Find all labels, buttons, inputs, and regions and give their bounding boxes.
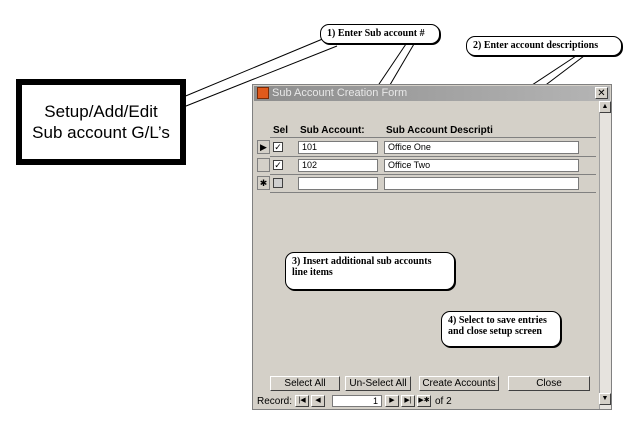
- callout-enter-descriptions: 2) Enter account descriptions: [466, 36, 622, 56]
- previous-record-icon[interactable]: ◀: [311, 395, 325, 407]
- last-record-icon[interactable]: ▶|: [401, 395, 415, 407]
- row-divider: [270, 174, 596, 175]
- unselect-all-button[interactable]: Un-Select All: [345, 376, 411, 391]
- row-selector[interactable]: [257, 158, 270, 172]
- form-icon: [257, 87, 269, 99]
- row-divider: [270, 156, 596, 157]
- record-count: of 2: [435, 396, 452, 407]
- callout-insert-line-items: 3) Insert additional sub accounts line i…: [285, 252, 455, 290]
- header-sel: Sel: [273, 125, 289, 136]
- title-bar: Sub Account Creation Form ✕: [254, 86, 610, 101]
- vertical-scrollbar[interactable]: ▲ ▼: [599, 101, 611, 409]
- setup-label-box: Setup/Add/Edit Sub account G/L’s: [16, 79, 186, 165]
- next-record-icon[interactable]: ▶: [385, 395, 399, 407]
- header-description: Sub Account Descripti: [386, 125, 493, 136]
- row-selector-current[interactable]: ▶: [257, 140, 270, 154]
- first-record-icon[interactable]: |◀: [295, 395, 309, 407]
- new-row-sub-account-field[interactable]: [298, 177, 378, 190]
- callout-enter-sub-account: 1) Enter Sub account #: [320, 24, 440, 44]
- header-sub-account: Sub Account:: [300, 125, 365, 136]
- row-divider: [270, 192, 596, 193]
- scroll-down-arrow-icon[interactable]: ▼: [599, 393, 611, 405]
- create-accounts-button[interactable]: Create Accounts: [419, 376, 499, 391]
- record-label: Record:: [257, 396, 293, 407]
- new-row-select-checkbox[interactable]: [273, 178, 283, 188]
- new-record-icon[interactable]: ▶✱: [417, 395, 431, 407]
- current-record-input[interactable]: 1: [332, 395, 382, 407]
- setup-label-line2: Sub account G/L’s: [32, 123, 170, 142]
- row1-select-checkbox[interactable]: ✓: [273, 142, 283, 152]
- callout-save-and-close: 4) Select to save entries and close setu…: [441, 311, 561, 347]
- row1-sub-account-field[interactable]: 101: [298, 141, 378, 154]
- row2-description-field[interactable]: Office Two: [384, 159, 579, 172]
- row2-select-checkbox[interactable]: ✓: [273, 160, 283, 170]
- window-title: Sub Account Creation Form: [272, 87, 408, 99]
- sub-account-form-window: Sub Account Creation Form ✕ Sel Sub Acco…: [252, 84, 612, 410]
- record-navigation-bar: Record: |◀ ◀ 1 ▶ ▶| ▶✱ of 2: [254, 394, 598, 409]
- row2-sub-account-field[interactable]: 102: [298, 159, 378, 172]
- row1-description-field[interactable]: Office One: [384, 141, 579, 154]
- connector-line: [175, 45, 338, 111]
- connector-line: [175, 37, 326, 101]
- header-divider: [270, 137, 596, 138]
- setup-label-line1: Setup/Add/Edit: [44, 102, 158, 121]
- select-all-button[interactable]: Select All: [270, 376, 340, 391]
- close-window-button[interactable]: ✕: [595, 87, 608, 99]
- close-button[interactable]: Close: [508, 376, 590, 391]
- new-record-selector[interactable]: ✱: [257, 176, 270, 190]
- new-row-description-field[interactable]: [384, 177, 579, 190]
- scroll-up-arrow-icon[interactable]: ▲: [599, 101, 611, 113]
